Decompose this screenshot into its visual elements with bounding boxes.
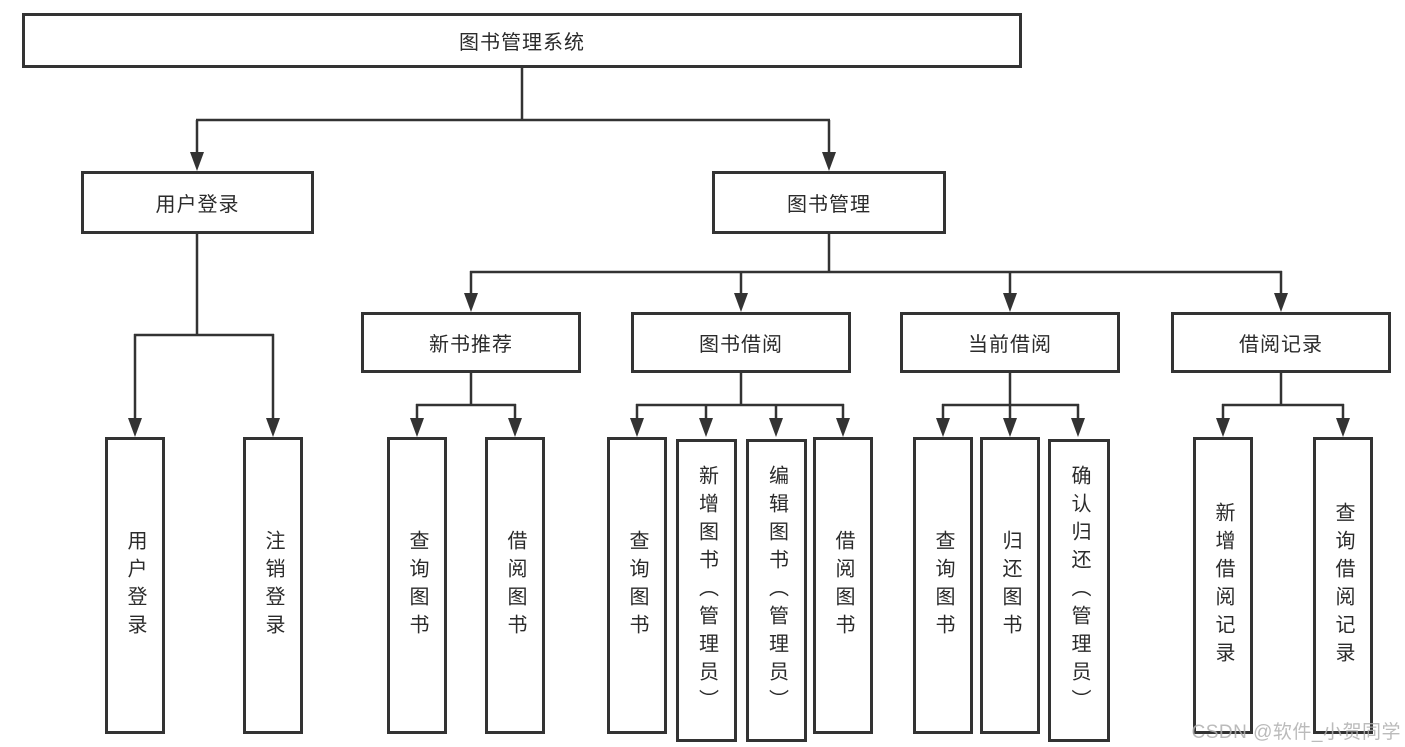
leaf-return-books: 归还图书 — [980, 437, 1040, 734]
csdn-watermark: CSDN @软件_小贺同学 — [1191, 722, 1401, 743]
arrowheads — [128, 152, 1350, 437]
node-user-login: 用户登录 — [81, 171, 314, 234]
leaf-add-books-admin: 新增图书（管理员） — [676, 439, 737, 742]
node-borrow-records: 借阅记录 — [1171, 312, 1391, 373]
leaf-confirm-return-admin: 确认归还（管理员） — [1048, 439, 1110, 742]
leaf-query-books-recommend: 查询图书 — [387, 437, 447, 734]
leaf-borrow-books: 借阅图书 — [813, 437, 873, 734]
node-new-book-recommend: 新书推荐 — [361, 312, 581, 373]
leaf-logout: 注销登录 — [243, 437, 303, 734]
node-current-borrow: 当前借阅 — [900, 312, 1120, 373]
leaf-borrow-books-recommend: 借阅图书 — [485, 437, 545, 734]
leaf-user-login: 用户登录 — [105, 437, 165, 734]
node-book-borrow: 图书借阅 — [631, 312, 851, 373]
node-root-system: 图书管理系统 — [22, 13, 1022, 68]
leaf-add-borrow-record: 新增借阅记录 — [1193, 437, 1253, 734]
leaf-edit-books-admin: 编辑图书（管理员） — [746, 439, 807, 742]
node-book-management: 图书管理 — [712, 171, 946, 234]
leaf-query-books-current: 查询图书 — [913, 437, 973, 734]
leaf-query-borrow-record: 查询借阅记录 — [1313, 437, 1373, 734]
leaf-query-books-borrow: 查询图书 — [607, 437, 667, 734]
